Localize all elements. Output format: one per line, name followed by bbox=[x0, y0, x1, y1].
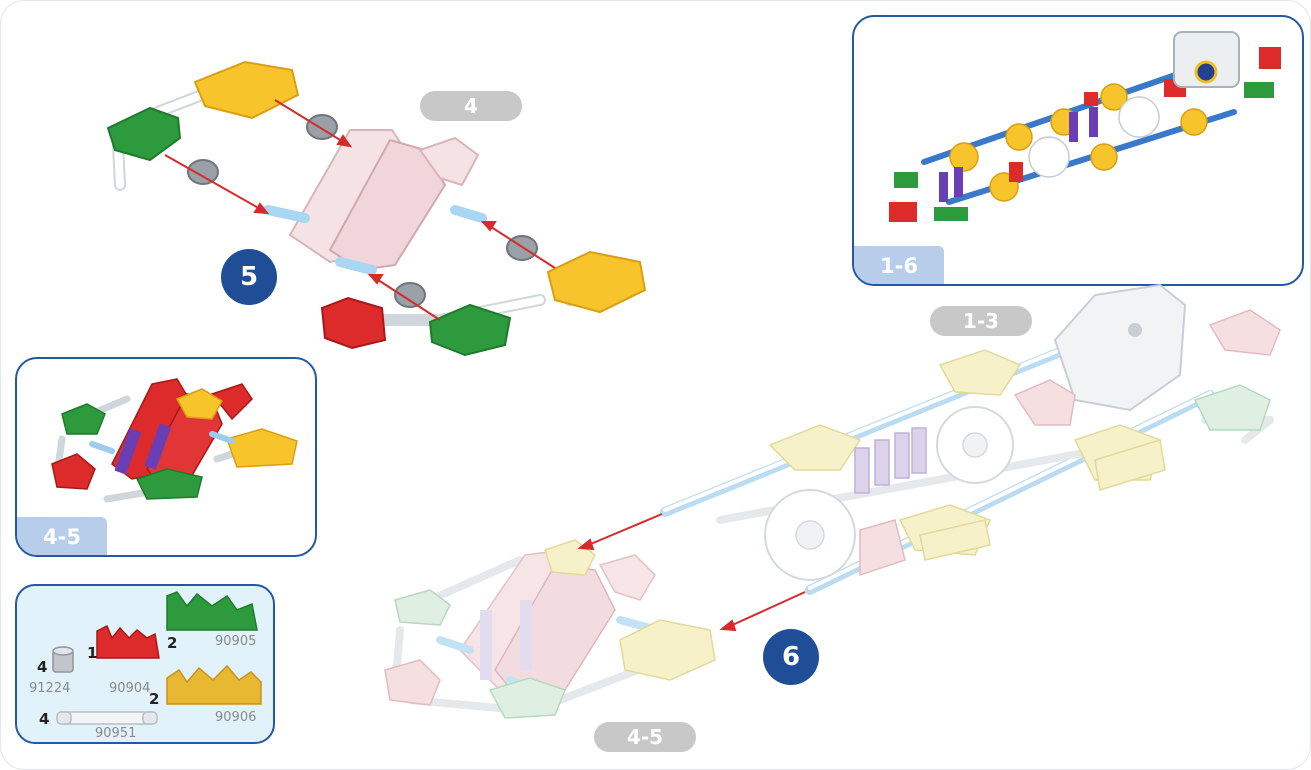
green-connector-piece bbox=[166, 591, 258, 631]
spacer-qty: 4 bbox=[37, 658, 48, 676]
callout-step-tag: 1-6 bbox=[854, 246, 944, 284]
spacer-part-number: 91224 bbox=[29, 681, 71, 696]
green-connector-left bbox=[106, 106, 182, 162]
red-connector-qty: 1 bbox=[87, 644, 98, 662]
step-badge-5: 5 bbox=[221, 249, 277, 305]
callout-tag-label: 1-6 bbox=[880, 254, 918, 278]
step-pill-1-3: 1-3 bbox=[930, 306, 1032, 336]
yellow-connector-piece bbox=[166, 664, 262, 705]
step-badge-6: 6 bbox=[763, 629, 819, 685]
step-pill-label: 4 bbox=[464, 94, 478, 118]
parts-list: 4 91224 1 90904 2 90905 2 90906 4 90951 bbox=[15, 584, 275, 744]
callout-tag-label: 4-5 bbox=[43, 525, 81, 549]
step-pill-4-5: 4-5 bbox=[594, 722, 696, 752]
parts-illustrations bbox=[52, 591, 262, 725]
yellow-connector-part-number: 90906 bbox=[215, 710, 257, 725]
green-connector-part-number: 90905 bbox=[215, 634, 257, 649]
assembly-4-5-illustration bbox=[51, 378, 298, 503]
step-number: 5 bbox=[239, 262, 259, 292]
callout-step-tag: 4-5 bbox=[17, 517, 107, 555]
step-number: 6 bbox=[781, 642, 801, 672]
white-rod-piece bbox=[56, 711, 158, 725]
yellow-connector-qty: 2 bbox=[149, 690, 160, 708]
step-pill-label: 4-5 bbox=[626, 725, 664, 749]
red-connector-part-number: 90904 bbox=[109, 681, 151, 696]
overview-callout: 1-6 bbox=[852, 15, 1304, 286]
overview-model-illustration bbox=[889, 31, 1281, 222]
red-connector-piece bbox=[96, 624, 160, 659]
white-rod-qty: 4 bbox=[39, 710, 50, 728]
green-connector-qty: 2 bbox=[167, 634, 178, 652]
yellow-connector-top bbox=[193, 60, 300, 120]
spacer-piece bbox=[52, 646, 74, 673]
step-pill-label: 1-3 bbox=[962, 309, 1000, 333]
step-pill-4: 4 bbox=[420, 91, 522, 121]
assembly-callout: 4-5 bbox=[15, 357, 317, 557]
white-rod-part-number: 90951 bbox=[95, 726, 137, 741]
